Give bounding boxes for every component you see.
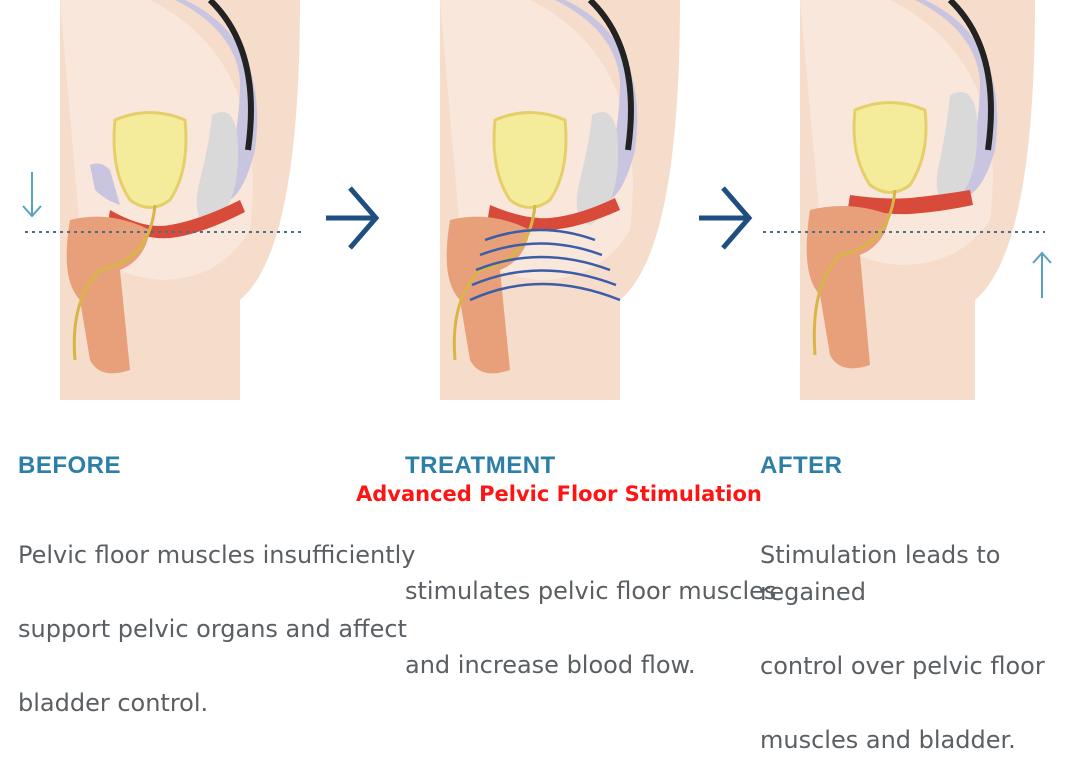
before-line-1: Pelvic floor muscles insufficiently xyxy=(18,541,416,569)
stimulation-overlay-label: Advanced Pelvic Floor Stimulation xyxy=(356,482,762,506)
stimulation-waves xyxy=(469,228,621,302)
after-description: Stimulation leads to regained control ov… xyxy=(760,500,1065,759)
after-line-1: Stimulation leads to regained xyxy=(760,541,1001,606)
treatment-description: stimulates pelvic floor muscles and incr… xyxy=(405,536,776,684)
flow-arrow-icon xyxy=(699,186,753,250)
before-line-2: support pelvic organs and affect xyxy=(18,615,407,643)
before-illustration xyxy=(25,0,305,400)
treatment-heading: TREATMENT xyxy=(405,452,556,479)
up-arrow-icon xyxy=(1032,251,1052,298)
after-heading: AFTER xyxy=(760,452,843,479)
after-line-3: muscles and bladder. xyxy=(760,726,1016,754)
before-heading: BEFORE xyxy=(18,452,122,479)
after-line-2: control over pelvic floor xyxy=(760,652,1045,680)
treatment-line-1: stimulates pelvic floor muscles xyxy=(405,577,777,605)
treatment-line-2: and increase blood flow. xyxy=(405,651,696,679)
flow-arrow-icon xyxy=(326,186,380,250)
down-arrow-icon xyxy=(22,172,42,218)
before-line-3: bladder control. xyxy=(18,689,209,717)
before-description: Pelvic floor muscles insufficiently supp… xyxy=(18,500,416,722)
after-illustration xyxy=(763,0,1045,400)
bladder-shape xyxy=(112,111,188,209)
treatment-illustration xyxy=(440,0,680,400)
